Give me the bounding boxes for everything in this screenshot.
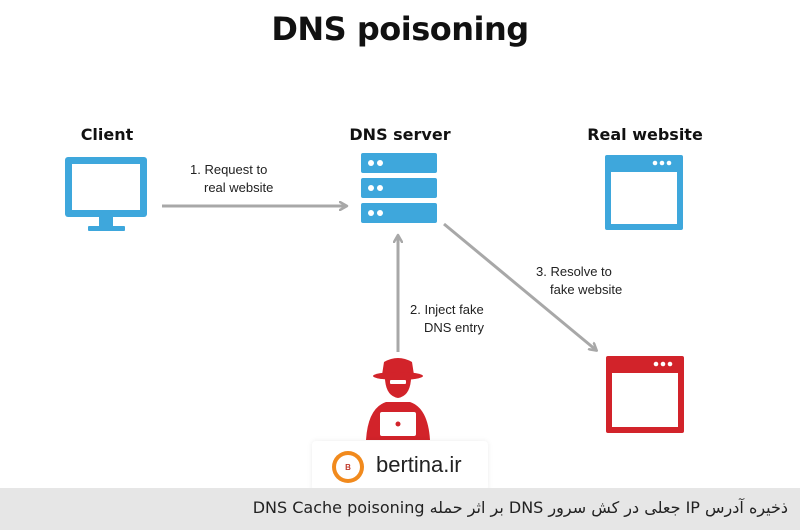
dns-server-label: DNS server — [349, 125, 451, 144]
hacker-icon — [366, 358, 430, 440]
diagram-title: DNS poisoning — [271, 10, 529, 48]
site-logo[interactable]: B bertina.ir — [312, 441, 488, 491]
step-3-label: 3. Resolve to fake website — [536, 264, 623, 297]
monitor-icon — [65, 157, 147, 231]
step-2-label: 2. Inject fake DNS entry — [410, 302, 484, 335]
caption-bar: ذخیره آدرس IP جعلی در کش سرور DNS بر اثر… — [0, 488, 800, 530]
caption-text: ذخیره آدرس IP جعلی در کش سرور DNS بر اثر… — [252, 498, 788, 517]
logo-emblem-icon: B — [332, 451, 364, 483]
arrow-dns-to-fake — [443, 222, 596, 350]
server-icon — [361, 153, 437, 223]
real-website-label: Real website — [587, 125, 703, 144]
client-label: Client — [80, 125, 134, 144]
step-1-label: 1. Request to real website — [190, 162, 274, 195]
browser-window-icon — [605, 155, 683, 230]
fake-browser-window-icon — [606, 356, 684, 433]
logo-text: bertina.ir — [376, 452, 462, 477]
